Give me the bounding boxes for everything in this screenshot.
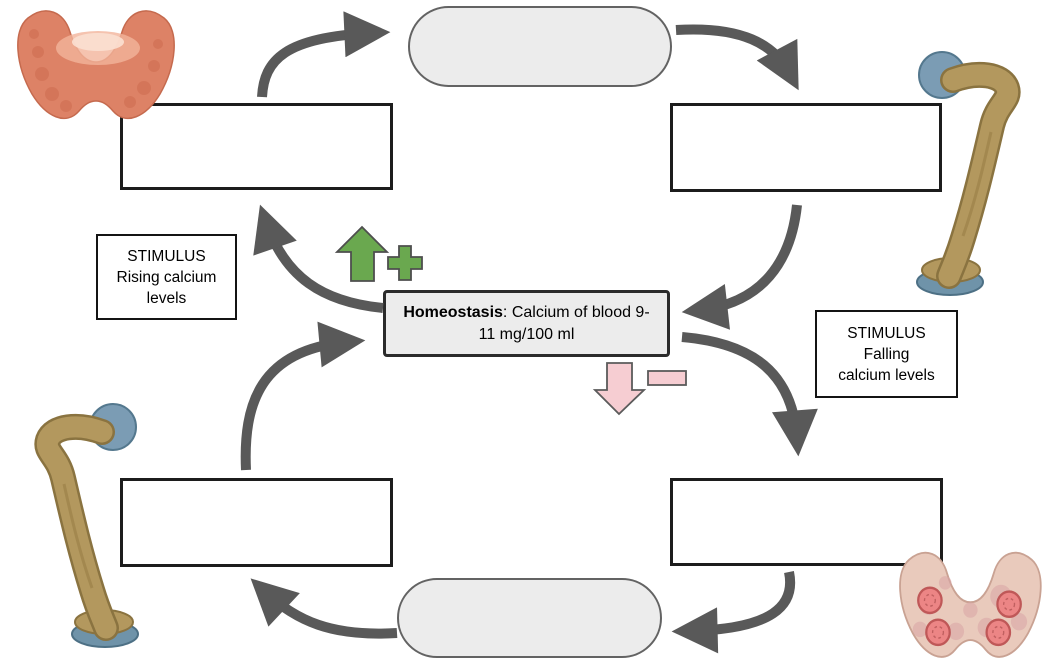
increase-indicator bbox=[334, 225, 423, 282]
decrease-indicator bbox=[592, 362, 687, 416]
stimulus-falling-box: STIMULUS Falling calcium levels bbox=[815, 310, 958, 398]
up-arrow-icon bbox=[334, 225, 390, 282]
homeostasis-label: Homeostasis: Calcium of blood 9-11 mg/10… bbox=[400, 302, 653, 346]
arrow-homeostasis-to-topleft-box bbox=[253, 204, 384, 313]
answer-box-bottom-left[interactable] bbox=[120, 478, 393, 567]
homeostasis-label-rest: : Calcium of blood 9-11 mg/100 ml bbox=[478, 303, 650, 343]
answer-pill-top[interactable] bbox=[408, 6, 672, 87]
answer-box-top-right[interactable] bbox=[670, 103, 942, 192]
stimulus-rising-box: STIMULUS Rising calcium levels bbox=[96, 234, 237, 320]
parathyroid-glands bbox=[917, 586, 1022, 647]
answer-pill-bottom[interactable] bbox=[397, 578, 662, 658]
answer-box-bottom-right[interactable] bbox=[670, 478, 943, 566]
parathyroid-icon bbox=[899, 551, 1042, 658]
plus-icon bbox=[387, 245, 423, 281]
down-arrow-icon bbox=[592, 362, 647, 416]
answer-box-top-left[interactable] bbox=[120, 103, 393, 190]
arrow-bottomleft-box-to-homeostasis bbox=[240, 321, 366, 471]
homeostasis-box: Homeostasis: Calcium of blood 9-11 mg/10… bbox=[383, 290, 670, 357]
homeostasis-label-bold: Homeostasis bbox=[403, 303, 503, 321]
arrow-topleft-box-to-top-pill bbox=[257, 11, 391, 98]
arrow-top-pill-to-topright-box bbox=[675, 24, 799, 91]
arrow-bottomright-box-to-bottom-pill bbox=[671, 570, 796, 654]
arrow-bottom-pill-to-bottomleft-box bbox=[250, 578, 398, 639]
minus-icon bbox=[647, 370, 687, 386]
arrow-homeostasis-to-bottomright-box bbox=[681, 332, 818, 457]
arrow-topright-box-to-homeostasis bbox=[681, 204, 802, 330]
